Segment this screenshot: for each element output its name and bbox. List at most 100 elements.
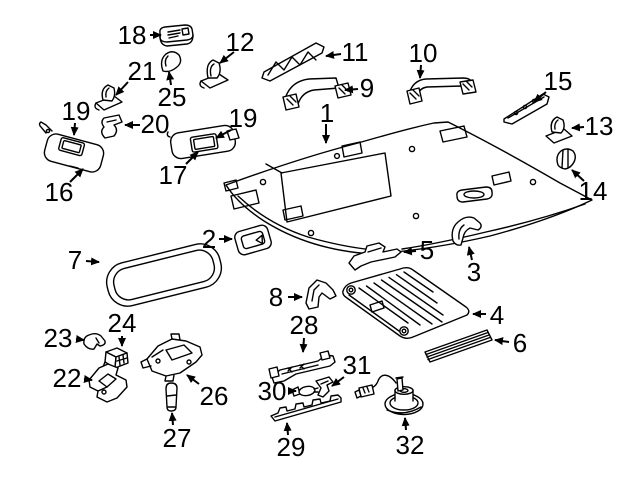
- part-15-side-rail: [503, 93, 550, 125]
- callout-label-21: 21: [128, 56, 157, 86]
- callout-arrow-23: [75, 335, 85, 343]
- callout-arrow-12: [219, 51, 235, 64]
- callout-14[interactable]: 14: [571, 169, 607, 206]
- callout-arrow-17: [185, 151, 199, 165]
- callout-8[interactable]: 8: [269, 282, 303, 312]
- part-8-hook-bracket: [305, 279, 337, 310]
- callout-arrow-19: [215, 129, 232, 139]
- callout-19[interactable]: 19: [62, 96, 91, 136]
- callout-2[interactable]: 2: [202, 224, 233, 254]
- callout-20[interactable]: 20: [124, 109, 170, 139]
- part-23-cap: [83, 333, 106, 350]
- callout-label-17: 17: [159, 160, 188, 190]
- part-21-mount-bracket-left: [94, 84, 123, 111]
- callout-arrow-13: [571, 123, 585, 132]
- callout-label-16: 16: [45, 177, 74, 207]
- part-31-spring-clip: [315, 376, 334, 398]
- callout-27[interactable]: 27: [163, 412, 192, 453]
- callout-10[interactable]: 10: [409, 38, 438, 79]
- callout-label-9: 9: [360, 73, 374, 103]
- callout-label-11: 11: [342, 37, 369, 67]
- callout-19[interactable]: 19: [215, 103, 258, 139]
- callout-29[interactable]: 29: [277, 422, 306, 462]
- part-26-dome-lamp-unit: [140, 333, 203, 382]
- part-12-mount-bracket-right: [199, 59, 229, 89]
- part-32-siren-horn: [354, 374, 424, 416]
- callout-11[interactable]: 11: [325, 37, 369, 67]
- callout-arrow-16: [69, 168, 84, 183]
- part-24-connector-block: [102, 347, 129, 372]
- callout-arrow-26: [186, 374, 200, 385]
- callout-label-8: 8: [269, 282, 283, 312]
- callout-label-29: 29: [277, 432, 306, 462]
- callout-31[interactable]: 31: [331, 350, 372, 387]
- callout-arrow-19: [70, 122, 79, 136]
- callout-arrow-28: [299, 337, 308, 353]
- callout-25[interactable]: 25: [158, 71, 187, 112]
- part-3-corner-bracket: [451, 216, 482, 246]
- callout-label-31: 31: [343, 350, 372, 380]
- callout-32[interactable]: 32: [396, 417, 425, 460]
- callout-18[interactable]: 18: [118, 20, 162, 50]
- callout-label-20: 20: [141, 109, 170, 139]
- callout-13[interactable]: 13: [571, 111, 614, 141]
- callout-label-30: 30: [258, 376, 287, 406]
- callout-6[interactable]: 6: [494, 328, 527, 358]
- callout-label-1: 1: [320, 98, 334, 128]
- part-28-support-rail: [268, 350, 336, 384]
- part-7-sunroof-opening-seal: [105, 243, 223, 307]
- part-14-cap-knob: [556, 148, 576, 170]
- part-16-sun-visor-left: [38, 121, 105, 173]
- part-27-cylinder-bulb: [165, 382, 178, 412]
- part-18-storage-box: [159, 24, 194, 47]
- callout-arrow-9: [344, 85, 359, 94]
- callout-21[interactable]: 21: [115, 56, 157, 96]
- callout-label-2: 2: [202, 224, 216, 254]
- part-6-trim-strip: [424, 329, 493, 363]
- callout-23[interactable]: 23: [44, 323, 85, 353]
- callout-arrow-10: [416, 64, 425, 79]
- callout-4[interactable]: 4: [472, 300, 504, 330]
- callout-arrow-7: [85, 257, 100, 266]
- callout-arrow-27: [168, 412, 177, 426]
- part-10-grab-handle-rear: [406, 77, 477, 105]
- callout-30[interactable]: 30: [258, 376, 297, 406]
- callout-16[interactable]: 16: [45, 168, 84, 207]
- part-4-sunroof-sunshade-panel: [342, 267, 470, 339]
- callout-arrow-29: [283, 422, 292, 436]
- callout-12[interactable]: 12: [219, 27, 254, 64]
- callout-label-24: 24: [108, 308, 137, 338]
- callout-9[interactable]: 9: [344, 73, 374, 103]
- callout-arrow-31: [331, 376, 345, 387]
- callout-22[interactable]: 22: [53, 363, 93, 393]
- callout-label-19: 19: [229, 103, 258, 133]
- callout-label-7: 7: [68, 245, 82, 275]
- callout-5[interactable]: 5: [403, 235, 434, 265]
- part-5-guide-rail-bracket: [348, 242, 402, 271]
- callout-label-26: 26: [200, 381, 229, 411]
- callout-label-19: 19: [62, 96, 91, 126]
- callout-label-6: 6: [513, 328, 527, 358]
- part-25-wedge-clip: [160, 51, 182, 73]
- callout-label-22: 22: [53, 363, 82, 393]
- callout-15[interactable]: 15: [533, 66, 573, 103]
- callout-28[interactable]: 28: [290, 310, 319, 353]
- callout-26[interactable]: 26: [186, 374, 229, 411]
- callout-7[interactable]: 7: [68, 245, 100, 275]
- callout-arrow-3: [466, 246, 475, 261]
- part-20-visor-clip: [101, 114, 123, 139]
- callout-label-15: 15: [544, 66, 573, 96]
- part-11-handle-mount-rail: [261, 42, 325, 82]
- callout-label-13: 13: [585, 111, 614, 141]
- callout-arrow-5: [403, 247, 417, 256]
- callout-17[interactable]: 17: [159, 151, 199, 190]
- callout-arrow-32: [401, 417, 410, 431]
- part-9-grab-handle-front: [282, 77, 352, 111]
- callout-label-18: 18: [118, 20, 147, 50]
- callout-1[interactable]: 1: [320, 98, 334, 144]
- callout-24[interactable]: 24: [108, 308, 137, 347]
- callout-3[interactable]: 3: [466, 246, 481, 287]
- callout-label-23: 23: [44, 323, 73, 353]
